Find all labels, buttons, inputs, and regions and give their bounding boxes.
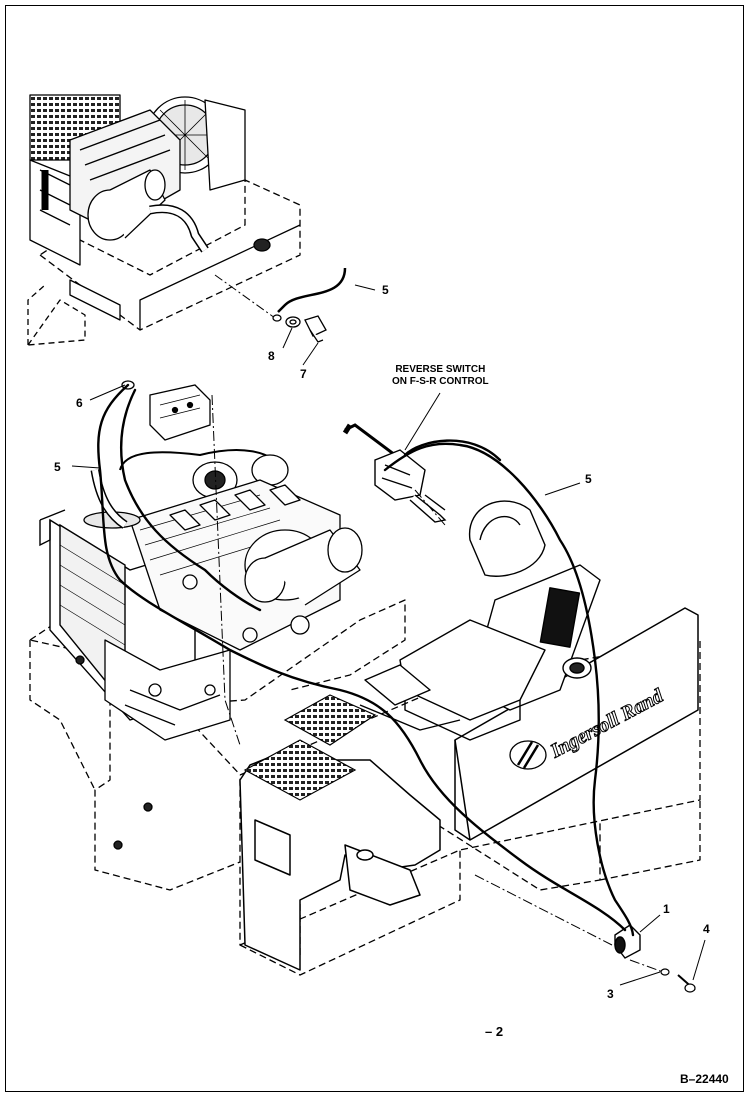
reverse-switch-callout-line-2: ON F-S-R CONTROL	[392, 376, 489, 387]
rear-enclosure	[239, 607, 699, 971]
reverse-switch-callout-line-1: REVERSE SWITCH	[395, 364, 486, 375]
top-engine-inset	[27, 94, 301, 346]
callout-number-7: 7	[300, 367, 307, 381]
plug-7	[304, 315, 327, 343]
callout-number-1: 1	[663, 902, 670, 916]
switch-connector-1	[614, 924, 641, 959]
callout-number-8: 8	[268, 349, 275, 363]
brand-logo	[509, 740, 547, 770]
step-treads	[243, 694, 377, 801]
callout-number-6: 6	[76, 396, 83, 410]
callout-number-4: 4	[703, 922, 710, 936]
callout-number-5-top: 5	[382, 283, 389, 297]
callout-number-5-right: 5	[585, 472, 592, 486]
callout-number-5-left: 5	[54, 460, 61, 474]
operator-seat	[359, 500, 601, 741]
main-engine	[75, 449, 363, 850]
callout-number-3: 3	[607, 987, 614, 1001]
reverse-switch-callout: REVERSE SWITCH ON F-S-R CONTROL	[392, 364, 489, 388]
washer-3	[660, 968, 670, 976]
sealing-washer-8	[272, 314, 301, 328]
wiring-harness-5	[97, 383, 635, 937]
diagram-frame	[5, 5, 744, 1092]
figure-id: B–22440	[680, 1072, 729, 1086]
top-sensor-wire-5	[214, 267, 347, 319]
bolt-4	[677, 974, 696, 993]
fsr-control-lever	[342, 423, 447, 523]
sheet-mark: – 2	[485, 1024, 504, 1039]
